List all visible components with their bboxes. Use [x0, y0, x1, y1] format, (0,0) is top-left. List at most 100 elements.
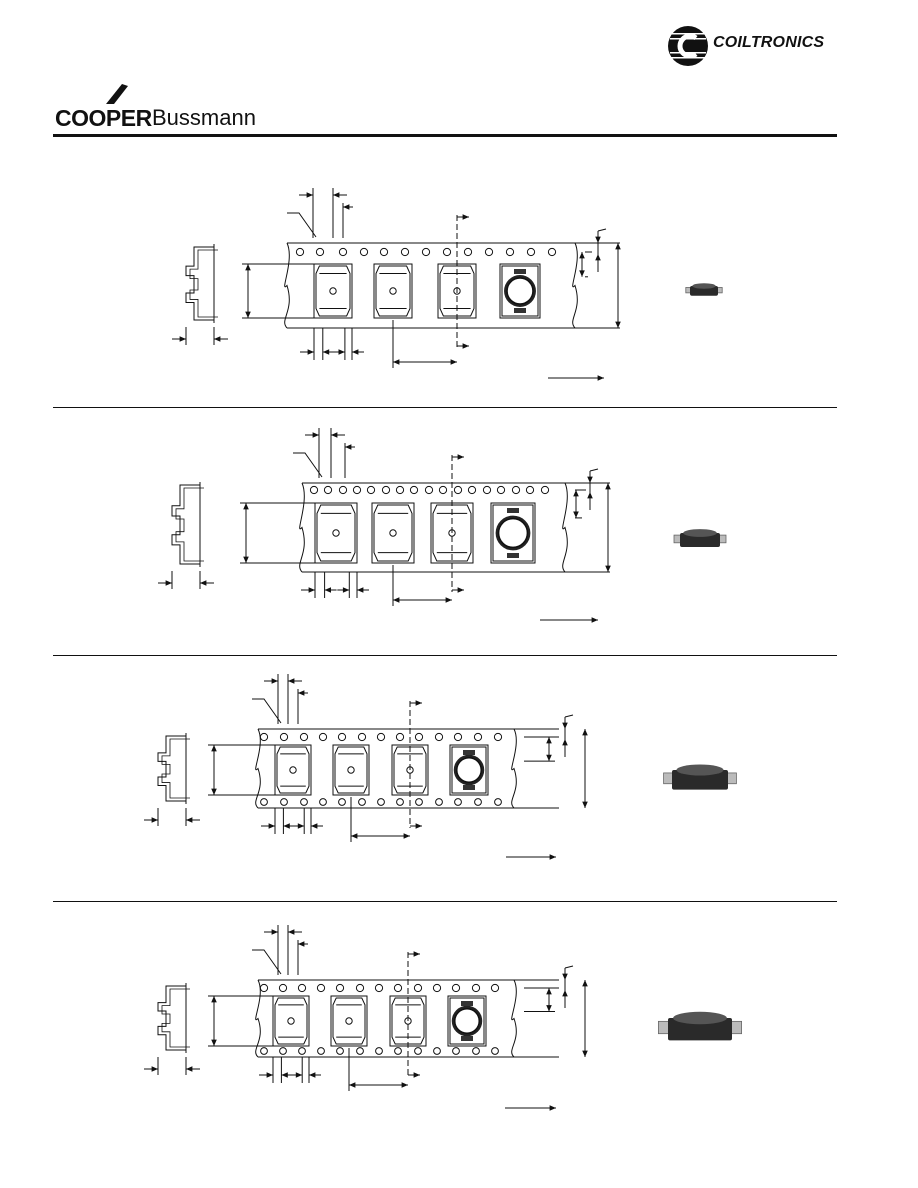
sprocket-hole — [355, 983, 365, 993]
pocket-outline — [332, 744, 370, 796]
pocket-hole — [345, 1017, 353, 1025]
sprocket-hole-lower — [377, 798, 385, 806]
component-body — [690, 286, 718, 296]
sprocket-hole — [316, 983, 326, 993]
tape-drawing-2 — [158, 428, 727, 623]
hole-leader — [287, 212, 317, 238]
empty-pocket-1 — [314, 502, 358, 564]
arrow-head — [579, 252, 585, 259]
sprocket-hole-lower — [472, 1047, 480, 1055]
tape-break-edge — [255, 979, 261, 1058]
arrow-head — [597, 375, 604, 381]
pocket-outline — [449, 744, 489, 796]
sprocket-hole — [357, 732, 367, 742]
arrow-head — [615, 243, 621, 250]
sprocket-hole-lower — [414, 1047, 422, 1055]
tape-side-profile — [172, 244, 228, 345]
arrow-head — [595, 254, 601, 261]
tape-side-profile — [144, 983, 200, 1075]
sprocket-hole — [414, 732, 424, 742]
sprocket-hole — [453, 732, 463, 742]
sprocket-hole — [421, 247, 431, 257]
arrow-head — [298, 690, 305, 696]
terminal-top — [463, 750, 475, 755]
sprocket-hole — [525, 485, 535, 495]
header-rule — [53, 134, 837, 137]
arrow-head — [546, 754, 552, 762]
sprocket-hole — [442, 247, 452, 257]
arrow-head — [151, 1066, 158, 1072]
sprocket-hole — [413, 983, 423, 993]
pocket-with-component — [449, 744, 489, 796]
profile-outline — [157, 735, 186, 802]
pocket-hole — [347, 766, 355, 774]
dim-leader — [597, 228, 607, 232]
arrow-head — [605, 565, 611, 572]
terminal-top — [507, 508, 519, 513]
empty-pocket-1 — [274, 744, 312, 796]
sprocket-hole-lower — [396, 798, 404, 806]
tape-break-edge — [284, 242, 290, 329]
pocket-outline — [330, 995, 368, 1047]
dim-leader — [564, 965, 574, 969]
sprocket-hole — [259, 983, 269, 993]
pocket-hole — [289, 766, 297, 774]
cooper-logo-mark-icon — [102, 82, 130, 104]
arrow-head — [309, 1072, 316, 1078]
arrow-head — [349, 1082, 356, 1088]
pocket-outline — [272, 995, 310, 1047]
sprocket-hole — [424, 485, 434, 495]
pocket-outline — [447, 995, 487, 1047]
pocket-with-component — [490, 502, 536, 564]
arrow-head — [324, 587, 331, 593]
arrow-head — [333, 192, 340, 198]
arrow-head — [573, 511, 579, 518]
arrow-head — [562, 739, 568, 746]
arrow-head — [413, 951, 420, 957]
arrow-head — [457, 454, 464, 460]
pocket-hole — [389, 287, 397, 295]
section-divider-3 — [53, 901, 837, 902]
cooper-logo-text: COOPER — [55, 105, 152, 131]
terminal-bottom — [507, 553, 519, 558]
arrow-head — [546, 737, 552, 744]
arrow-head — [562, 990, 568, 997]
sprocket-hole — [352, 485, 362, 495]
sprocket-hole — [432, 983, 442, 993]
arrow-head — [579, 270, 585, 277]
arrow-head — [295, 1072, 303, 1078]
tape-break-edge — [511, 728, 517, 809]
tape-break-edge — [562, 482, 568, 573]
sprocket-hole — [395, 485, 405, 495]
sprocket-hole — [299, 732, 309, 742]
sprocket-hole — [379, 247, 389, 257]
arrow-head — [211, 1039, 217, 1046]
tape-drawing-4 — [144, 925, 743, 1111]
sprocket-hole — [451, 983, 461, 993]
pocket-outline — [371, 502, 415, 564]
sprocket-hole — [400, 247, 410, 257]
arrow-head — [186, 817, 193, 823]
arrow-head — [288, 678, 295, 684]
arrow-head — [308, 587, 315, 593]
arrow-head — [615, 321, 621, 328]
tape-break-edge — [572, 242, 578, 329]
sprocket-hole — [438, 485, 448, 495]
arrow-head — [582, 729, 588, 736]
arrow-head — [462, 214, 469, 220]
inductor-core — [456, 757, 482, 783]
dim-leader — [589, 468, 599, 472]
sprocket-hole-lower — [319, 798, 327, 806]
inductor-small-icon — [685, 283, 723, 296]
pocket-hole — [332, 529, 340, 537]
sprocket-hole — [505, 247, 515, 257]
sprocket-hole — [547, 247, 557, 257]
sprocket-hole — [511, 485, 521, 495]
pocket-outline — [499, 263, 541, 319]
arrow-head — [445, 597, 452, 603]
arrow-head — [338, 349, 345, 355]
arrow-head — [211, 745, 217, 752]
arrow-head — [595, 236, 601, 243]
pocket-outline — [274, 744, 312, 796]
pocket-with-component — [447, 995, 487, 1047]
